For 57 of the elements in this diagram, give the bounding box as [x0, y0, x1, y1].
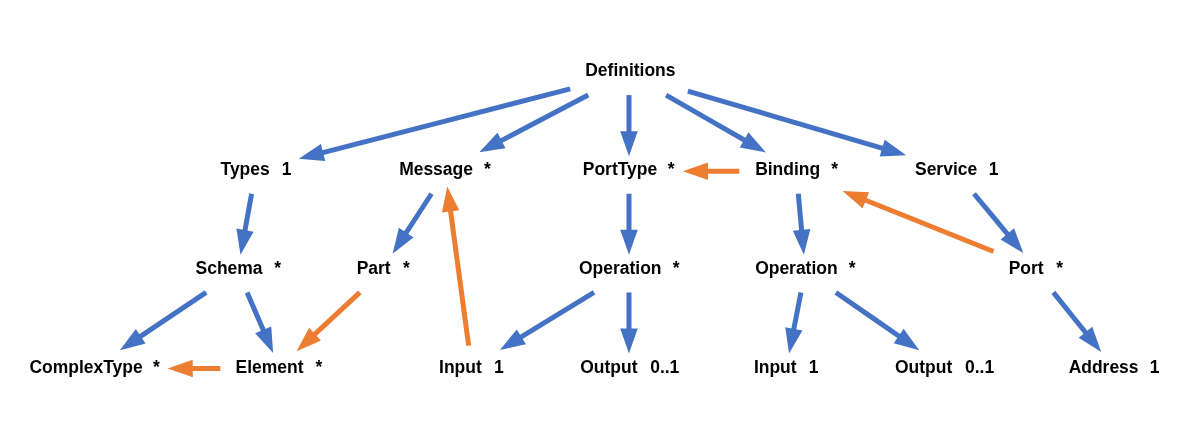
- node-label: *: [315, 356, 323, 377]
- node-label: *: [402, 257, 410, 278]
- node-label: 0..1: [650, 356, 680, 377]
- node-label: 1: [494, 356, 504, 377]
- node-label: 0..1: [964, 356, 995, 377]
- arrow: [441, 186, 472, 346]
- arrow: [664, 92, 766, 153]
- node-text: ComplexType: [29, 356, 143, 377]
- arrow: [972, 192, 1024, 254]
- node-text: Service: [915, 159, 978, 180]
- arrow: [1051, 290, 1102, 352]
- node-text: Operation: [579, 257, 662, 278]
- node-text: Output: [895, 356, 953, 377]
- node-text: Input: [753, 356, 797, 377]
- node-label: 1: [988, 159, 999, 180]
- arrow: [682, 162, 740, 180]
- node-text: Binding: [755, 159, 821, 180]
- node-label: *: [672, 257, 680, 278]
- node-text: PortType: [582, 159, 658, 180]
- node-text: Operation: [755, 257, 838, 278]
- node-text: Message: [399, 159, 473, 180]
- arrow: [499, 290, 596, 350]
- node-text: Schema: [195, 257, 263, 278]
- arrow: [236, 193, 255, 255]
- arrow: [244, 291, 274, 353]
- node-text: Input: [439, 356, 482, 377]
- node-text: Types: [220, 159, 270, 180]
- node-label: *: [274, 257, 282, 278]
- arrow: [785, 291, 804, 354]
- node-text: Port: [1008, 257, 1044, 278]
- arrow: [687, 88, 907, 157]
- arrow: [792, 193, 811, 255]
- arrow: [296, 290, 362, 352]
- node-text: Definitions: [585, 60, 676, 81]
- arrow: [842, 190, 995, 254]
- arrow: [392, 192, 434, 254]
- node-label: *: [484, 159, 491, 180]
- node-label: *: [1056, 257, 1063, 278]
- node-text: Address: [1068, 356, 1139, 377]
- node-label: *: [153, 356, 160, 377]
- arrow: [834, 290, 920, 351]
- arrow: [167, 359, 221, 378]
- node-label: 1: [281, 159, 292, 180]
- arrow: [620, 193, 638, 255]
- node-text: Element: [235, 356, 304, 377]
- arrow: [620, 95, 638, 157]
- node-label: *: [848, 257, 856, 278]
- node-label: *: [831, 159, 839, 180]
- arrow: [620, 292, 638, 354]
- arrow: [479, 92, 590, 153]
- node-label: 1: [808, 356, 819, 377]
- node-label: 1: [1149, 356, 1160, 377]
- arrow: [119, 290, 208, 351]
- node-text: Part: [356, 257, 391, 278]
- node-text: Output: [580, 356, 638, 377]
- arrow: [298, 86, 571, 161]
- node-label: *: [667, 159, 675, 180]
